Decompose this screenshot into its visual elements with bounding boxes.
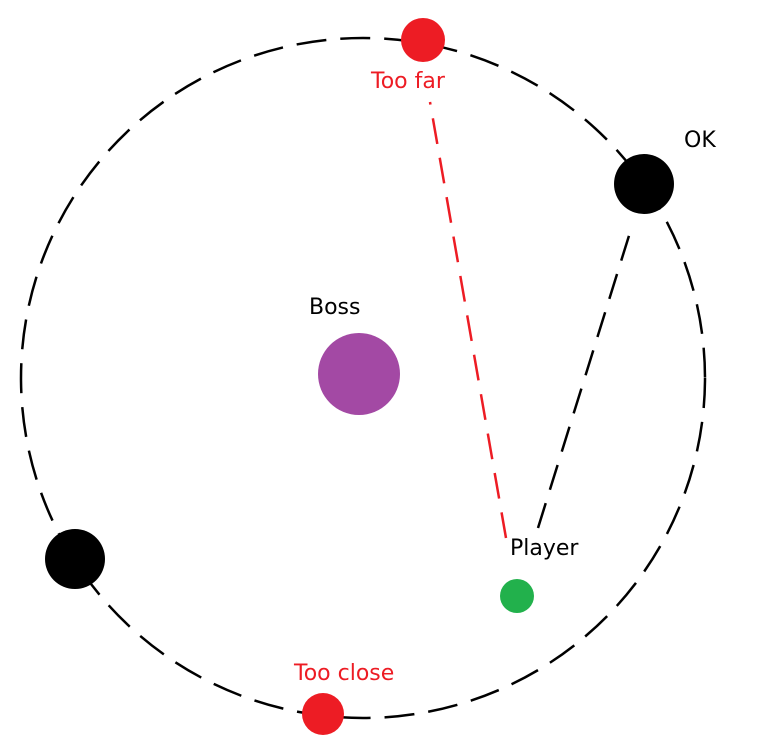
left-position-marker: [45, 529, 105, 589]
boss-label: Boss: [309, 295, 360, 320]
too-close-marker: [302, 693, 344, 735]
too-close-label: Too close: [293, 661, 394, 686]
boss-marker: [318, 333, 400, 415]
too-far-label: Too far: [370, 69, 446, 94]
ok-marker: [614, 154, 674, 214]
player-to-too-far-line: [428, 101, 508, 539]
range-ring: [19, 36, 707, 720]
player-marker: [500, 579, 534, 613]
ok-label: OK: [684, 128, 716, 153]
player-to-ok-line: [536, 225, 634, 529]
too-far-marker: [401, 18, 445, 62]
player-label: Player: [510, 536, 579, 561]
